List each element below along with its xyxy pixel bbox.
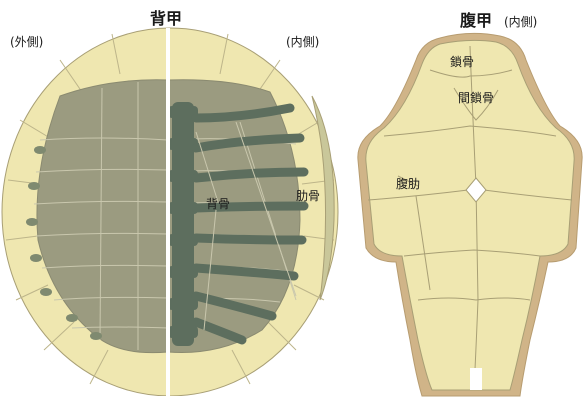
carapace-title: 背甲 (150, 9, 182, 28)
gastralia-label: 腹肋 (396, 176, 420, 191)
plastron-notch (470, 368, 482, 390)
rib-label: 肋骨 (296, 188, 320, 203)
carapace-inner-label: (内側) (286, 35, 319, 49)
interclavicle-label: 間鎖骨 (458, 90, 494, 105)
vertebral-column (168, 102, 198, 346)
plastron-title: 腹甲 (460, 11, 492, 30)
plastron (358, 33, 582, 396)
carapace (0, 28, 370, 398)
carapace-outer-label: (外側) (10, 35, 43, 49)
clavicle-label: 鎖骨 (450, 54, 474, 69)
plastron-inner-label: (内側) (504, 15, 537, 29)
vertebra-label: 背骨 (206, 197, 230, 211)
